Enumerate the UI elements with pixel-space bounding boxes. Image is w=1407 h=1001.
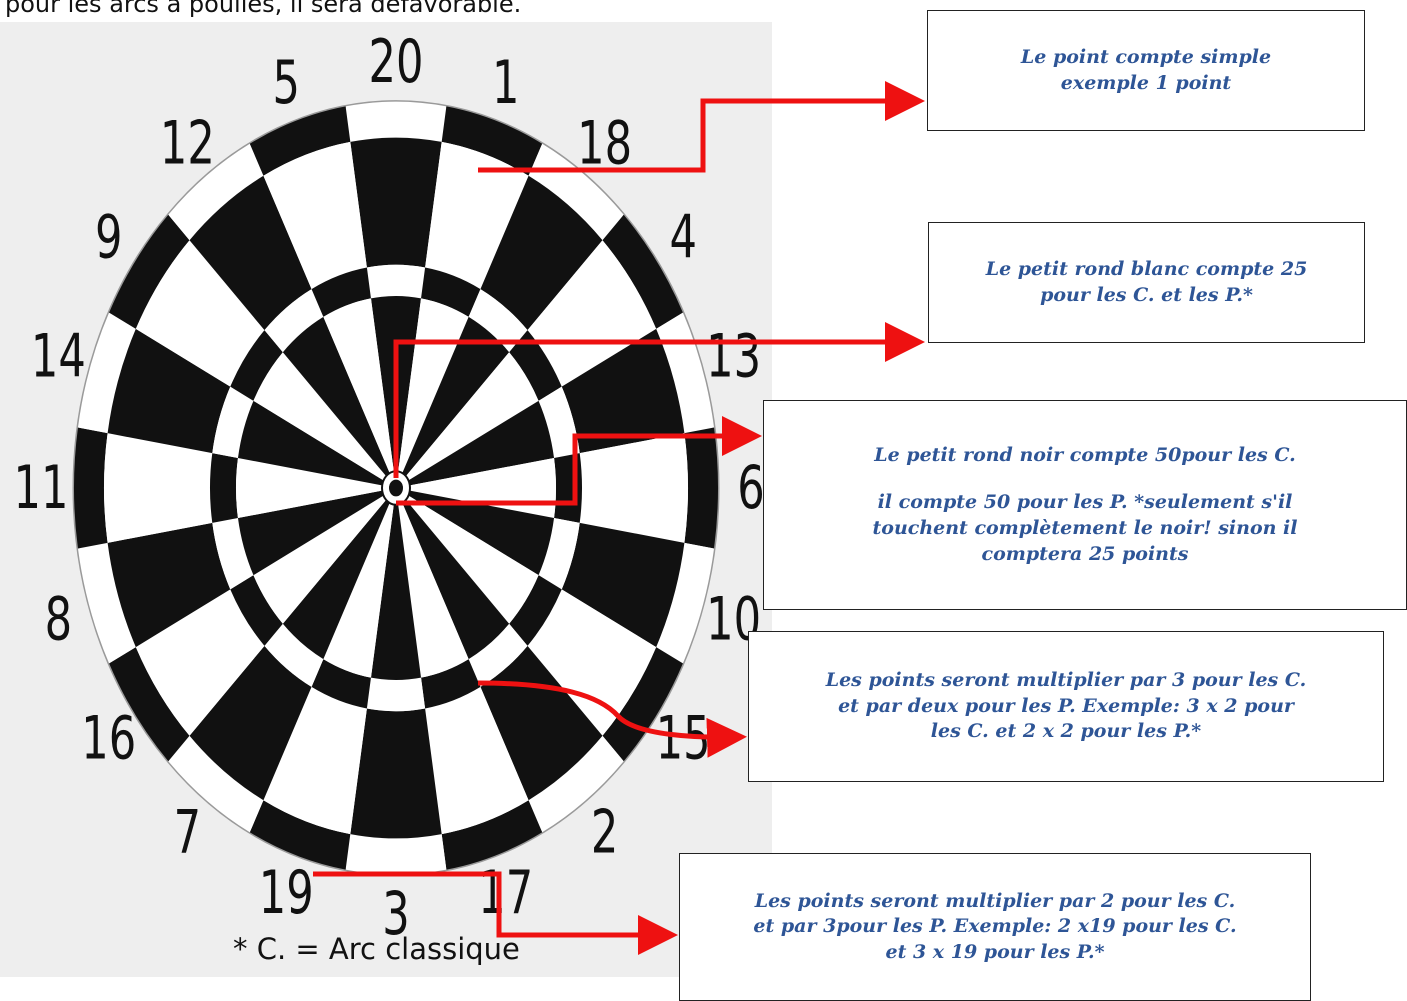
callout-text: Le petit rond blanc compte 25	[986, 257, 1308, 283]
callout-text: et par 3pour les P. Exemple: 2 x19 pour …	[753, 914, 1236, 940]
callout-text: il compte 50 pour les P. *seulement s'il	[878, 490, 1293, 516]
dartboard	[74, 102, 718, 875]
callout-text: comptera 25 points	[982, 542, 1189, 568]
callout-text: pour les C. et les P.*	[1040, 283, 1253, 309]
board-number-2: 2	[591, 798, 618, 868]
board-number-4: 4	[669, 203, 696, 273]
triple-ring-segment	[367, 265, 425, 299]
triple-ring-segment	[210, 453, 238, 523]
callout-triple-ring: Les points seront multiplier par 3 pour …	[748, 631, 1384, 782]
callout-bullseye: Le petit rond noir compte 50pour les C. …	[763, 400, 1407, 610]
footnote: * C. = Arc classique	[233, 932, 520, 966]
board-number-20: 20	[369, 27, 424, 97]
callout-text: et par deux pour les P. Exemple: 3 x 2 p…	[838, 694, 1294, 720]
double-ring-segment	[346, 834, 447, 874]
board-number-5: 5	[273, 48, 300, 118]
board-number-6: 6	[737, 453, 764, 523]
board-number-14: 14	[31, 321, 86, 391]
triple-ring-segment	[554, 453, 582, 523]
double-ring-segment	[346, 102, 447, 142]
callout-text: touchent complètement le noir! sinon il	[873, 516, 1298, 542]
bullseye	[389, 480, 403, 497]
board-number-1: 1	[492, 48, 519, 118]
board-number-13: 13	[706, 321, 761, 391]
callout-text: Les points seront multiplier par 2 pour …	[755, 889, 1236, 915]
callout-double-ring: Les points seront multiplier par 2 pour …	[679, 853, 1311, 1001]
callout-text: exemple 1 point	[1061, 71, 1231, 97]
board-number-19: 19	[259, 858, 314, 928]
double-ring-segment	[74, 428, 108, 549]
board-number-11: 11	[14, 453, 69, 523]
callout-text: Les points seront multiplier par 3 pour …	[826, 668, 1307, 694]
board-number-16: 16	[81, 703, 136, 773]
header-text: pour les arcs à poulies, il sera défavor…	[5, 0, 521, 18]
board-number-7: 7	[174, 798, 201, 868]
callout-text: Le point compte simple	[1021, 45, 1271, 71]
board-number-9: 9	[95, 203, 122, 273]
callout-text: Le petit rond noir compte 50pour les C.	[874, 443, 1296, 469]
callout-single-score: Le point compte simple exemple 1 point	[927, 10, 1365, 131]
board-number-17: 17	[478, 858, 533, 928]
triple-ring-segment	[367, 678, 425, 712]
callout-outer-bull: Le petit rond blanc compte 25 pour les C…	[928, 222, 1365, 343]
callout-text: et 3 x 19 pour les P.*	[885, 940, 1104, 966]
callout-text: les C. et 2 x 2 pour les P.*	[931, 719, 1201, 745]
board-number-8: 8	[45, 585, 72, 655]
double-ring-segment	[684, 428, 718, 549]
board-number-12: 12	[160, 108, 215, 178]
